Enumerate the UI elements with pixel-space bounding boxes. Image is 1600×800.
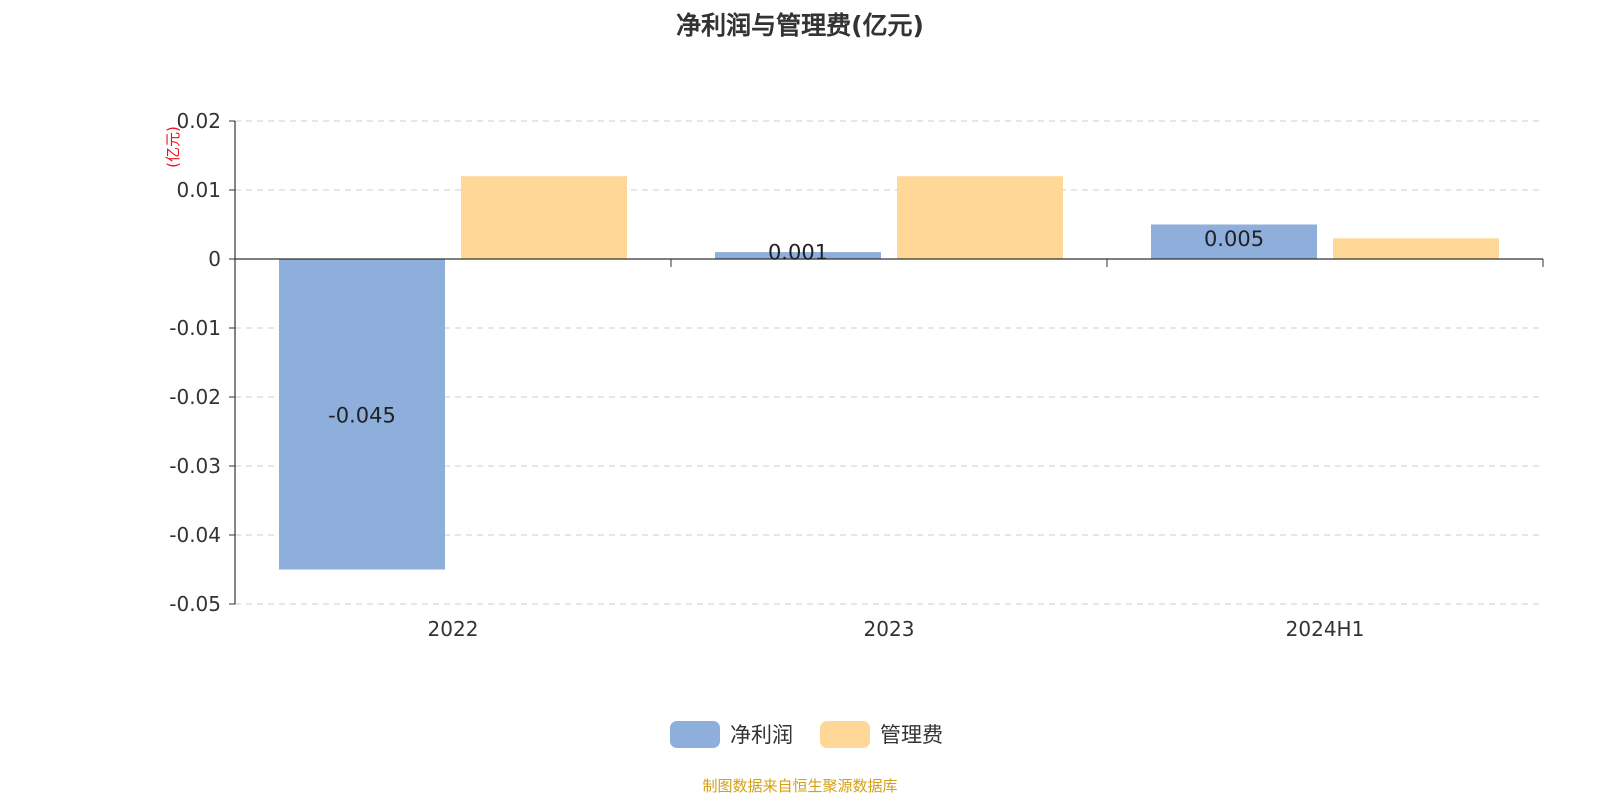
y-tick-label: -0.05 — [169, 592, 221, 616]
y-tick-label: -0.03 — [169, 454, 221, 478]
data-label: 0.005 — [1204, 227, 1264, 251]
bar-管理费-2022 — [461, 176, 627, 259]
y-tick-label: -0.02 — [169, 385, 221, 409]
y-tick-label: -0.04 — [169, 523, 221, 547]
bar-净利润-2023 — [715, 252, 881, 259]
chart-title: 净利润与管理费(亿元) — [676, 11, 924, 40]
y-tick-label: 0.02 — [176, 109, 221, 133]
bars — [279, 176, 1499, 570]
legend-swatch — [820, 721, 870, 748]
legend-label: 管理费 — [880, 723, 943, 747]
data-label: -0.045 — [328, 403, 396, 427]
bar-净利润-2022 — [279, 259, 445, 570]
y-axis-unit-label: (亿元) — [164, 126, 182, 168]
axes: 0.02 0.01 0 -0.01 -0.02 -0.03 -0.04 -0.05 2022 20… — [169, 109, 1544, 641]
y-tick-label: 0 — [208, 247, 221, 271]
x-tick-label: 2023 — [864, 617, 915, 641]
data-label: 0.001 — [768, 241, 828, 265]
y-tick-label: 0.01 — [176, 178, 221, 202]
y-tick-label: -0.01 — [169, 316, 221, 340]
bar-净利润-2024H1 — [1151, 224, 1317, 259]
legend: 净利润 管理费 — [670, 721, 943, 748]
x-tick-label: 2024H1 — [1286, 617, 1365, 641]
bar-管理费-2023 — [897, 176, 1063, 259]
legend-label: 净利润 — [730, 723, 793, 747]
legend-swatch — [670, 721, 720, 748]
bar-管理费-2024H1 — [1333, 238, 1499, 259]
data-labels: -0.045 0.001 0.005 — [328, 227, 1264, 428]
source-note: 制图数据来自恒生聚源数据库 — [702, 777, 897, 795]
x-tick-label: 2022 — [428, 617, 479, 641]
grid-lines — [235, 120, 1543, 605]
